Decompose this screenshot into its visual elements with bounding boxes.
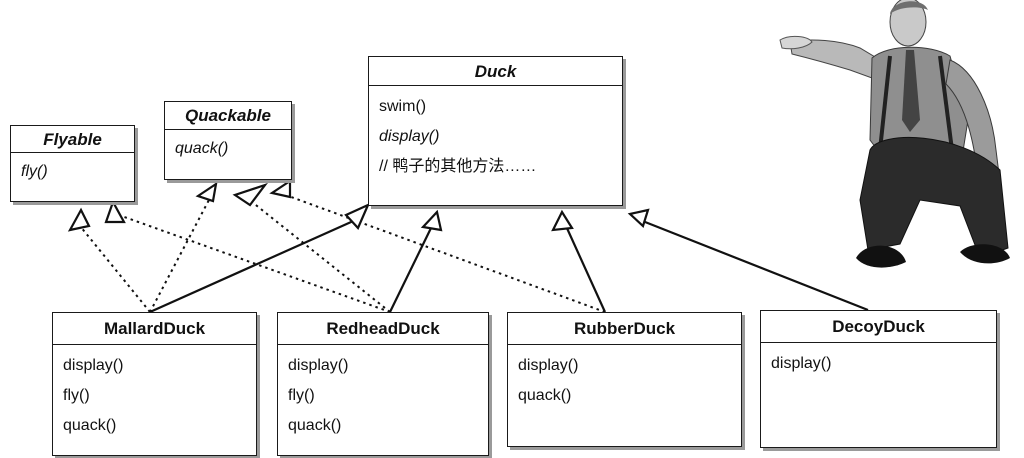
flyable-method: fly() [21, 163, 48, 180]
decoy-duck-method: display() [771, 355, 832, 372]
duck-method: swim() [379, 98, 427, 115]
arrowhead-duck-1 [344, 202, 371, 230]
duck-class-box: Duck swim() display() // 鸭子的其他方法…… [368, 56, 623, 206]
presenter-head [889, 0, 927, 47]
decoy-duck-name: DecoyDuck [761, 311, 996, 343]
duck-method: display() [379, 128, 440, 145]
presenter-illustration [779, 0, 1010, 268]
presenter-hair [890, 1, 928, 14]
mallard-duck-class-box: MallardDuck display() fly() quack() [52, 312, 257, 456]
implements-line-redhead-flyable [115, 213, 391, 313]
arrowhead-flyable-2 [104, 199, 126, 224]
quackable-interface-box: Quackable quack() [164, 101, 292, 180]
redhead-duck-method: quack() [288, 417, 342, 434]
rubber-duck-method: quack() [518, 387, 572, 404]
rubber-duck-class-box: RubberDuck display() quack() [507, 312, 742, 447]
presenter-shoe [856, 245, 906, 268]
arrowhead-duck-3 [551, 209, 574, 232]
arrowhead-flyable-1 [67, 207, 91, 232]
presenter-shoe [960, 244, 1010, 264]
rubber-duck-method: display() [518, 357, 579, 374]
quackable-method: quack() [175, 140, 229, 157]
flyable-interface-box: Flyable fly() [10, 125, 135, 202]
redhead-duck-method: fly() [288, 387, 315, 404]
arrowhead-quackable-2 [232, 182, 268, 207]
mallard-duck-method: fly() [63, 387, 90, 404]
implements-line-rubber-quackable [282, 193, 606, 313]
extends-line-redhead-duck [389, 225, 433, 313]
duck-name: Duck [369, 57, 622, 86]
extends-line-decoy-duck [639, 218, 869, 312]
presenter-legs [859, 136, 1009, 259]
extends-line-mallard-duck [149, 216, 361, 314]
redhead-duck-class-box: RedheadDuck display() fly() quack() [277, 312, 489, 456]
presenter-suspender [938, 55, 954, 151]
decoy-duck-class-box: DecoyDuck display() [760, 310, 997, 448]
arrowhead-quackable-3 [269, 178, 292, 199]
mallard-duck-method: display() [63, 357, 124, 374]
redhead-duck-method: display() [288, 357, 349, 374]
presenter-tie [902, 50, 920, 132]
mallard-duck-method: quack() [63, 417, 117, 434]
arrowhead-duck-2 [420, 209, 443, 232]
mallard-duck-name: MallardDuck [53, 313, 256, 345]
presenter-suspender [878, 55, 892, 151]
arrowhead-duck-4 [627, 208, 650, 228]
duck-comment: // 鸭子的其他方法…… [379, 158, 537, 175]
quackable-name: Quackable [165, 102, 291, 130]
rubber-duck-name: RubberDuck [508, 313, 741, 345]
implements-line-mallard-flyable [79, 225, 151, 313]
arrowhead-quackable-1 [195, 181, 218, 203]
flyable-name: Flyable [11, 126, 134, 153]
implements-line-redhead-quackable [246, 197, 391, 313]
implements-line-mallard-quackable [149, 197, 211, 313]
extends-line-rubber-duck [564, 225, 607, 313]
presenter-hand [779, 35, 813, 50]
redhead-duck-name: RedheadDuck [278, 313, 488, 345]
